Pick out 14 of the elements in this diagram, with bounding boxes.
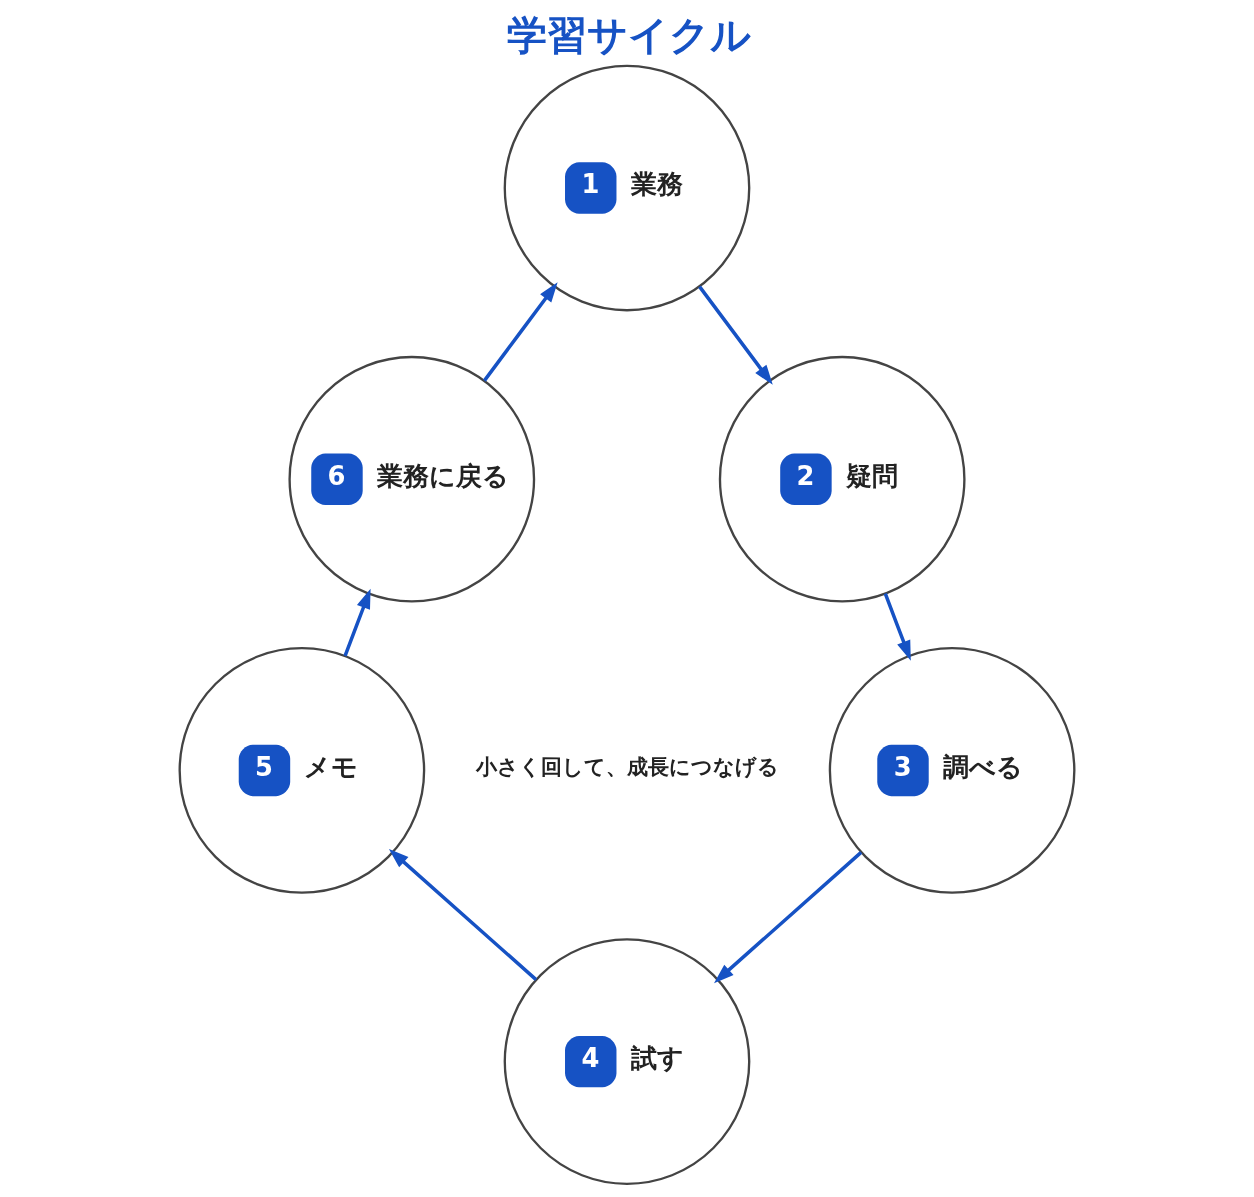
arrow	[883, 593, 911, 661]
arrow	[388, 848, 538, 981]
node-circle: 2 疑問	[718, 355, 966, 603]
label: 小さく回して、成長につなげる	[475, 754, 779, 780]
node-circle: 6 業務に戻る	[288, 355, 536, 603]
arrow	[714, 851, 863, 984]
arrow	[343, 588, 371, 657]
arrow	[483, 282, 558, 382]
node-circle: 1 業務	[503, 64, 751, 312]
diagram-title: 学習サイクル	[506, 11, 751, 58]
arrow	[698, 285, 773, 385]
node-circle: 4 試す	[503, 938, 751, 1185]
node-circle: 5 メモ	[178, 647, 426, 894]
node-circle: 3 調べる	[828, 647, 1076, 894]
